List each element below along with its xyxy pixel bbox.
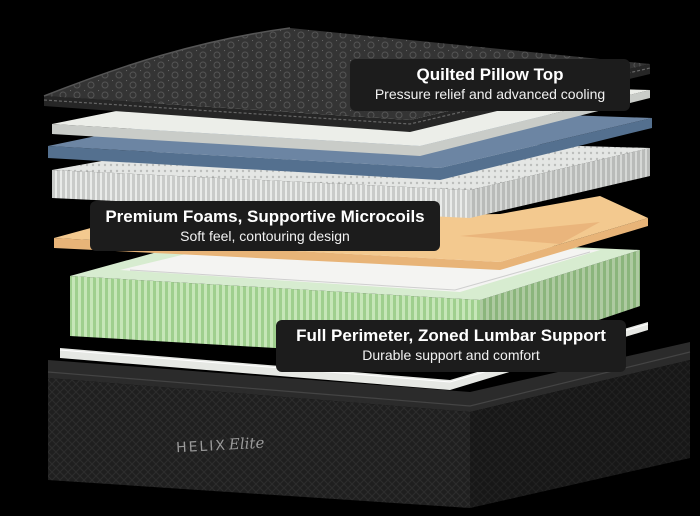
brand-script: Elite xyxy=(228,433,265,454)
callout-title: Quilted Pillow Top xyxy=(416,65,564,84)
callout-subtitle: Pressure relief and advanced cooling xyxy=(374,86,606,102)
callout-premium-foams: Premium Foams, Supportive Microcoils Sof… xyxy=(90,201,440,251)
callout-subtitle: Durable support and comfort xyxy=(362,347,540,363)
callout-subtitle: Soft feel, contouring design xyxy=(180,228,350,244)
brand-name: HELIX xyxy=(175,437,228,457)
callout-quilted-pillow-top: Quilted Pillow Top Pressure relief and a… xyxy=(350,59,630,111)
callout-title: Premium Foams, Supportive Microcoils xyxy=(105,207,425,226)
callout-zoned-lumbar-support: Full Perimeter, Zoned Lumbar Support Dur… xyxy=(276,320,626,372)
callout-title: Full Perimeter, Zoned Lumbar Support xyxy=(296,326,606,345)
mattress-base xyxy=(47,342,691,508)
